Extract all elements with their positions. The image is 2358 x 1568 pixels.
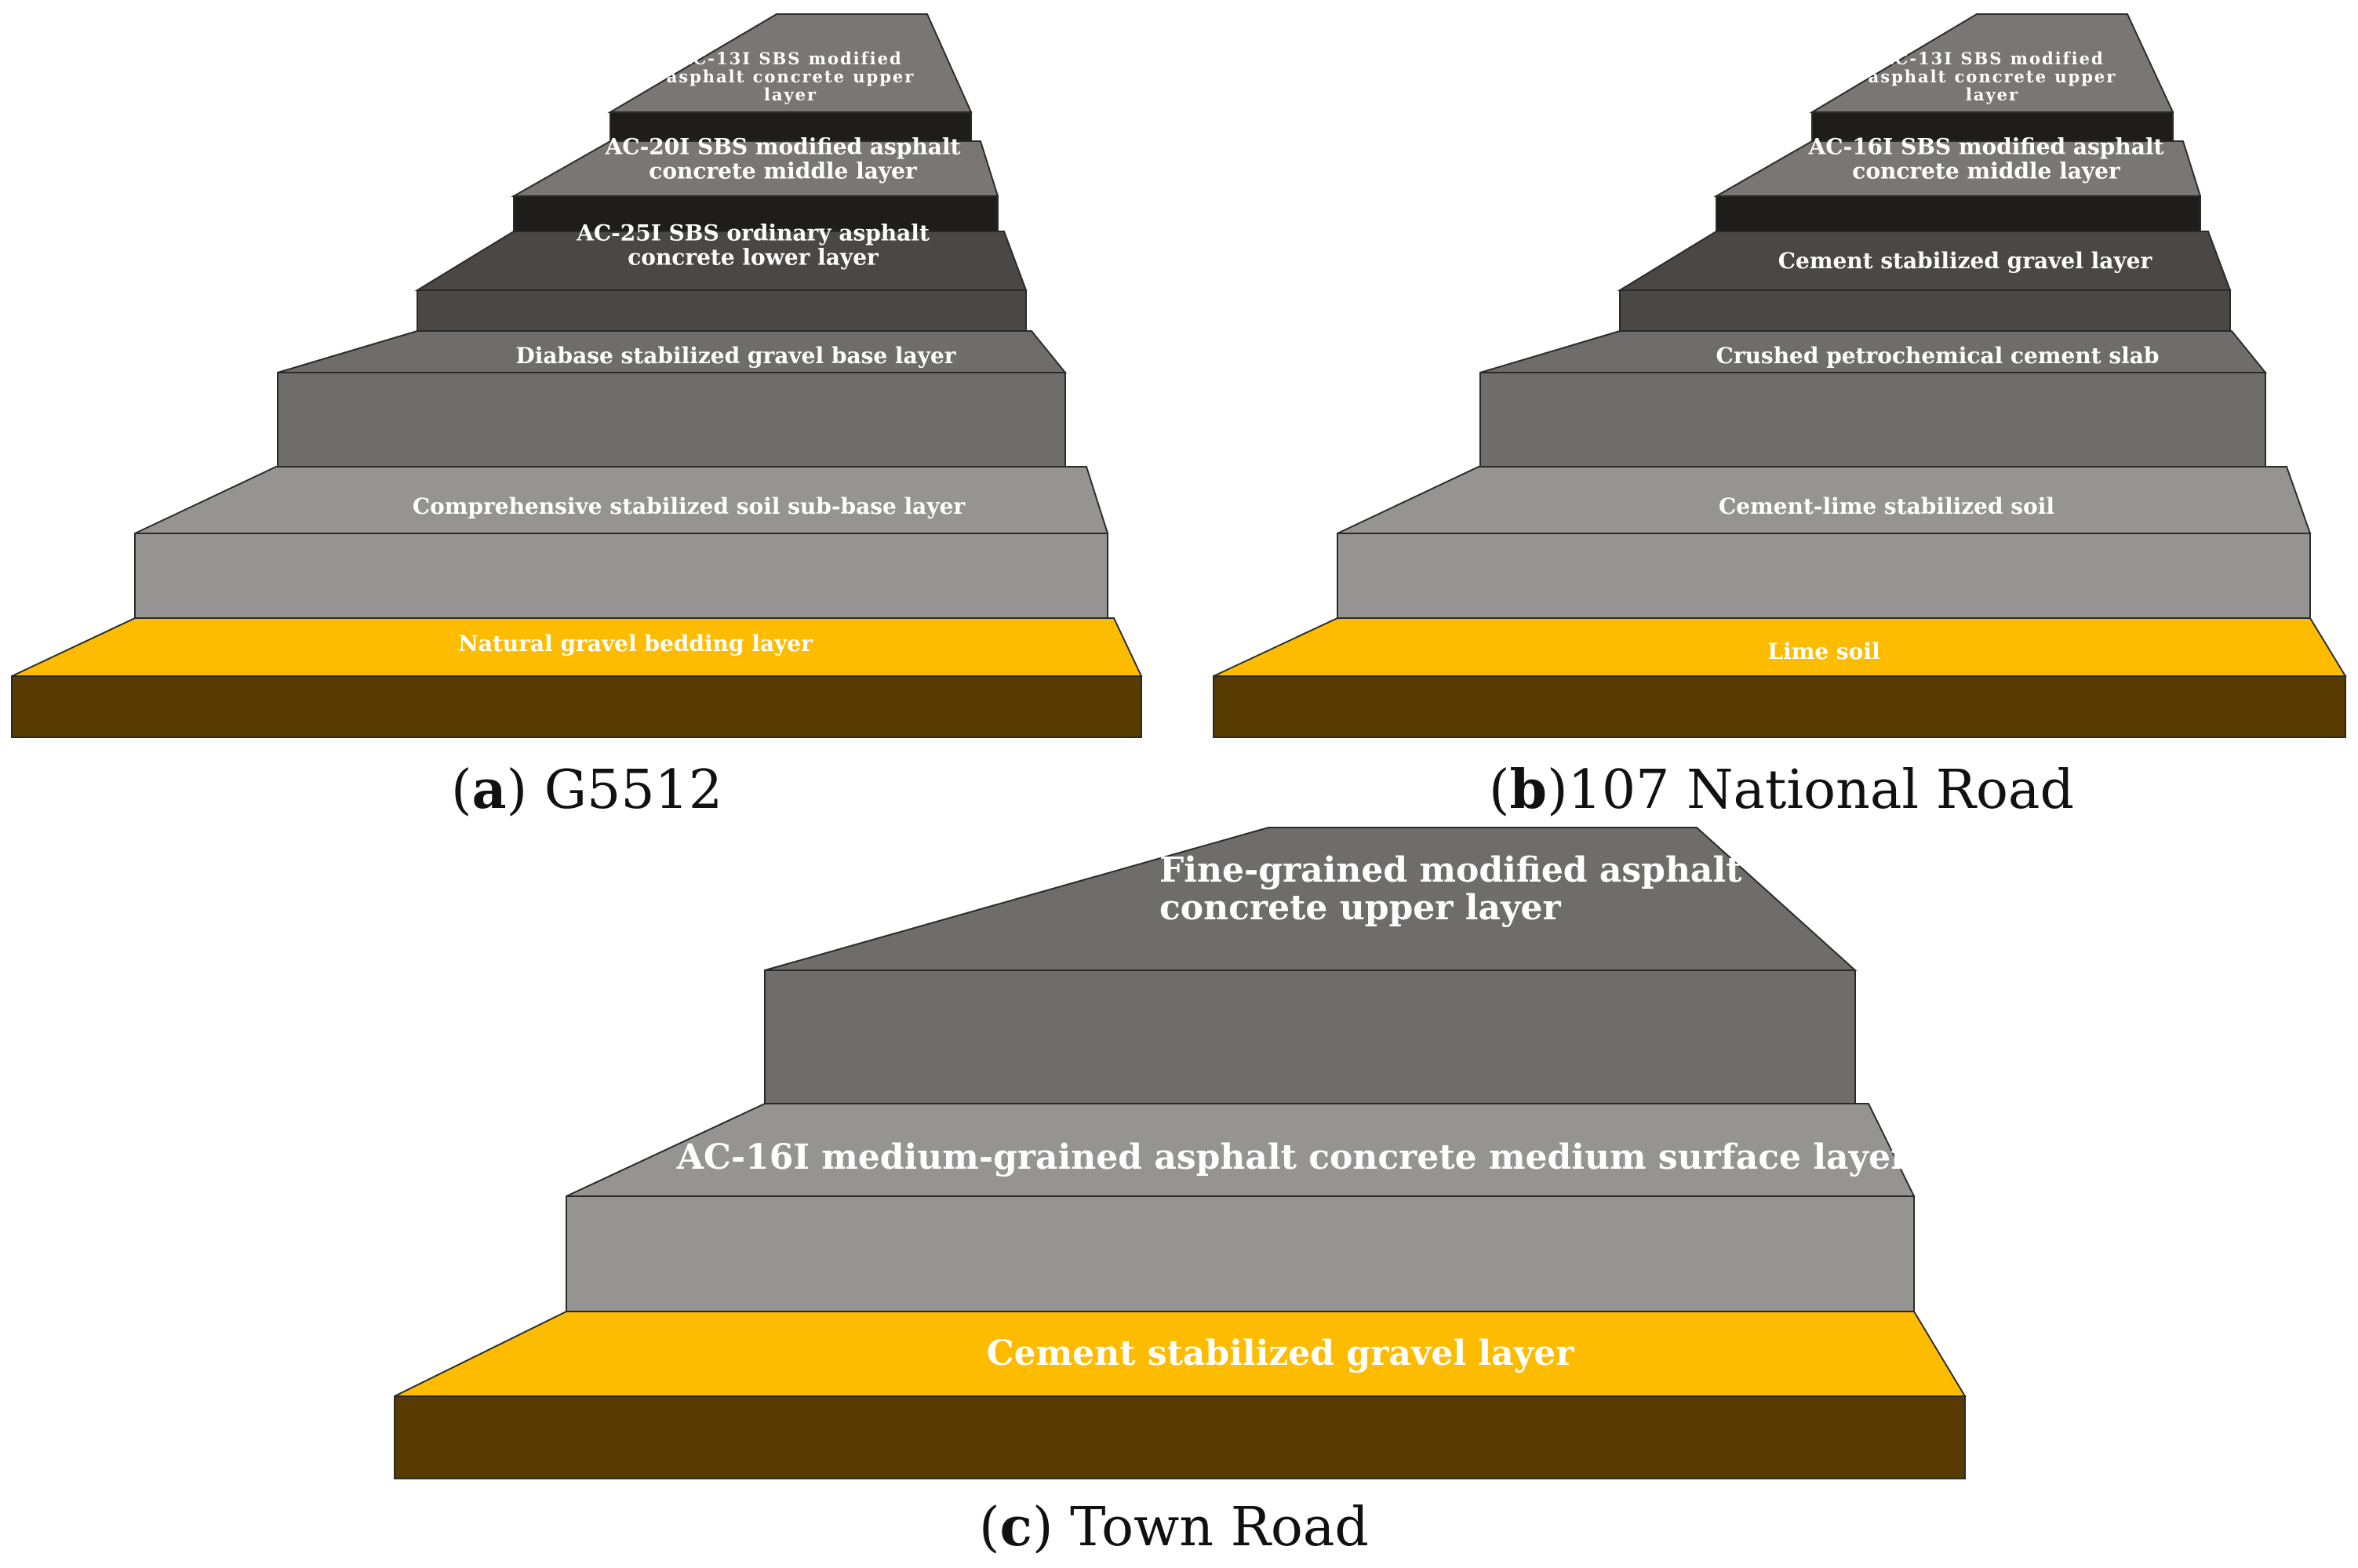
label-line: AC-13I SBS modified xyxy=(678,49,902,68)
panel-b-caption-text: 107 National Road xyxy=(1568,759,2074,821)
panel-c-upper-front xyxy=(764,970,1856,1104)
panel-a-subbase-front xyxy=(134,533,1108,619)
panel-b-base-front xyxy=(1479,372,2266,467)
label-line: concrete middle layer xyxy=(649,158,918,184)
label-line: AC-25I SBS ordinary asphalt xyxy=(576,220,930,246)
panel-a-layer-6-label: Natural gravel bedding layer xyxy=(458,631,813,657)
label-line: concrete lower layer xyxy=(628,244,879,270)
panel-b-bedding-base xyxy=(1213,675,2346,738)
panel-b-layer-5-label: Cement-lime stabilized soil xyxy=(1719,493,2054,519)
label-line: concrete upper layer xyxy=(1159,888,1562,928)
label-line: AC-20I SBS modified asphalt xyxy=(605,134,961,160)
panel-c-caption-text: Town Road xyxy=(1053,1497,1368,1559)
label-line: AC-16I SBS modified asphalt xyxy=(1808,134,2164,160)
panel-c-caption-letter: c xyxy=(1000,1496,1032,1559)
panel-a-bedding-base xyxy=(11,675,1142,738)
panel-a-upper-band xyxy=(610,111,972,142)
panel-a-caption: (a) G5512 xyxy=(451,759,722,821)
panel-a-caption-text: G5512 xyxy=(527,759,722,821)
label-line: concrete middle layer xyxy=(1852,158,2121,184)
panel-b-layer-6-label: Lime soil xyxy=(1767,638,1879,664)
panel-a-middle-band xyxy=(513,195,999,232)
panel-a-base-front xyxy=(277,372,1066,467)
panel-b-layer-3-label: Cement stabilized gravel layer xyxy=(1778,248,2153,274)
panel-a-layer-5-label: Comprehensive stabilized soil sub-base l… xyxy=(413,493,966,519)
label-line: layer xyxy=(1966,85,2019,104)
panel-a-lower-band xyxy=(417,289,1027,332)
panel-c-gravel-base xyxy=(394,1395,1966,1479)
panel-b-lower-band xyxy=(1619,289,2231,332)
panel-a-caption-letter: a xyxy=(472,759,507,821)
label-line: layer xyxy=(764,85,817,104)
panel-b-middle-band xyxy=(1716,195,2201,232)
panel-b-caption-letter: b xyxy=(1510,759,1548,821)
label-line: asphalt concrete upper xyxy=(667,67,915,86)
label-line: AC-13I SBS modified xyxy=(1879,49,2104,68)
panel-b-caption: (b)107 National Road xyxy=(1489,759,2074,821)
panel-b-layer-4-label: Crushed petrochemical cement slab xyxy=(1716,343,2160,369)
panel-c-caption: (c) Town Road xyxy=(979,1496,1369,1559)
label-line: asphalt concrete upper xyxy=(1869,67,2117,86)
panel-c-layer-3-label: Cement stabilized gravel layer xyxy=(987,1333,1575,1373)
label-line: Fine-grained modified asphalt xyxy=(1159,850,1742,890)
panel-c-medium-front xyxy=(566,1195,1915,1312)
panel-b-upper-band xyxy=(1811,111,2174,142)
panel-a-layer-4-label: Diabase stabilized gravel base layer xyxy=(515,343,956,369)
panel-b-subbase-front xyxy=(1337,533,2311,619)
panel-c-layer-2-label: AC-16I medium-grained asphalt concrete m… xyxy=(676,1137,1909,1177)
